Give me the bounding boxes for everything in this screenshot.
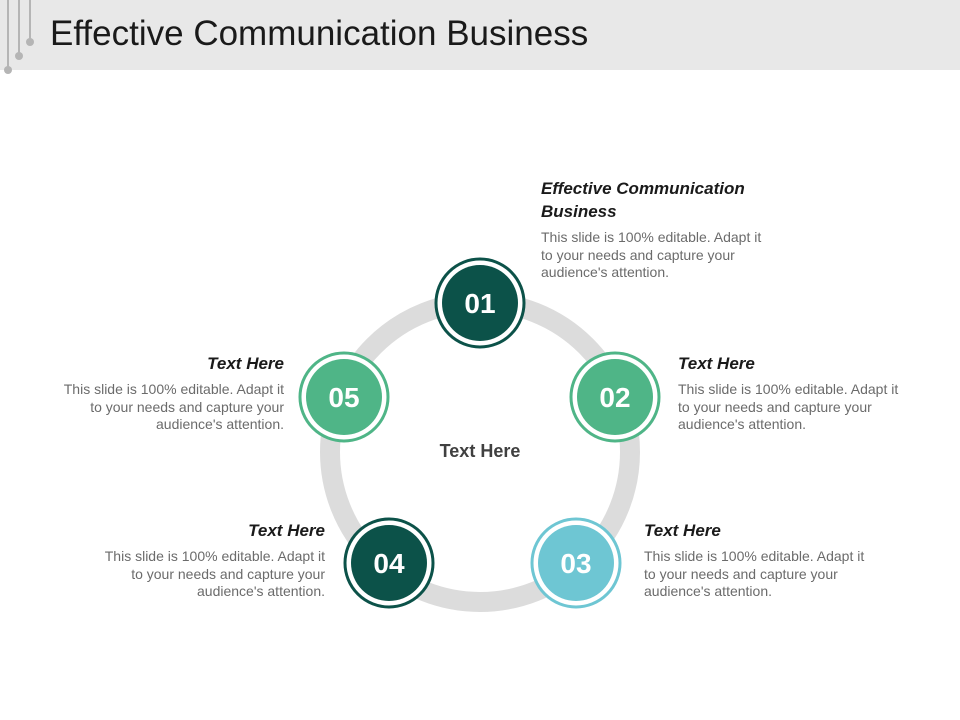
step-heading-05: Text Here [207,354,284,373]
step-body-01: This slide is 100% editable. Adapt it to… [541,229,762,280]
step-heading-02: Text Here [678,354,755,373]
step-circle-01 [442,265,518,341]
step-text-03: Text Here This slide is 100% editable. A… [644,519,869,601]
title-bar: Effective Communication Business [0,0,960,74]
step-heading-03: Text Here [644,521,721,540]
step-body-03: This slide is 100% editable. Adapt it to… [644,548,865,599]
step-number-01: 01 [464,288,495,319]
step-body-05: This slide is 100% editable. Adapt it to… [63,381,284,432]
step-text-05: Text Here This slide is 100% editable. A… [59,352,284,434]
step-circle-02 [577,359,653,435]
step-number-04: 04 [373,548,405,579]
step-text-04: Text Here This slide is 100% editable. A… [100,519,325,601]
step-node-01: 01 [434,257,526,349]
decorative-lines-icon [4,0,34,74]
step-node-04: 04 [343,517,435,609]
step-number-02: 02 [599,382,630,413]
step-heading-01: Effective Communication Business [541,179,745,221]
step-number-03: 03 [560,548,591,579]
step-node-02: 02 [569,351,661,443]
step-text-01: Effective Communication Business This sl… [541,177,781,282]
step-heading-04: Text Here [248,521,325,540]
step-number-05: 05 [328,382,359,413]
page-title: Effective Communication Business [50,14,589,53]
step-node-05: 05 [298,351,390,443]
step-circle-04 [351,525,427,601]
step-circle-03 [538,525,614,601]
step-body-02: This slide is 100% editable. Adapt it to… [678,381,899,432]
step-body-04: This slide is 100% editable. Adapt it to… [104,548,325,599]
center-label: Text Here [439,441,521,461]
step-circle-05 [306,359,382,435]
step-node-03: 03 [530,517,622,609]
step-text-02: Text Here This slide is 100% editable. A… [678,352,903,434]
